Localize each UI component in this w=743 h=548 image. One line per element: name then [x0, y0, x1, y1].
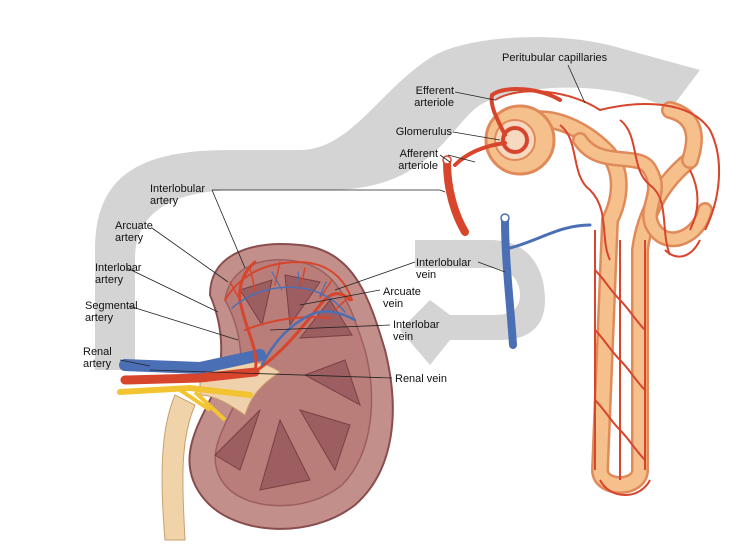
efferent-arteriole-vessel	[489, 87, 562, 137]
nerve-branches	[178, 388, 227, 422]
label-peritubular-capillaries: Peritubular capillaries	[502, 52, 608, 64]
label-efferent-arteriole: Efferent arteriole	[414, 85, 454, 109]
label-interlobular-vein: Interlobular vein	[416, 257, 472, 281]
arteriole-vessels	[443, 87, 592, 349]
label-interlobar-vein: Interlobar vein	[393, 319, 440, 343]
renal-nerve	[117, 384, 253, 398]
label-renal-artery: Renal artery	[83, 346, 112, 370]
label-arcuate-vein: Arcuate vein	[383, 286, 421, 310]
label-glomerulus: Glomerulus	[395, 126, 452, 138]
nephron	[484, 90, 720, 496]
label-interlobular-artery: Interlobular artery	[150, 183, 206, 207]
intrarenal-vessels	[224, 260, 357, 374]
afferent-arteriole-vessel	[453, 141, 507, 167]
renal-artery-vessel	[120, 367, 260, 385]
label-segmental-artery: Segmental artery	[85, 300, 138, 324]
ureter	[161, 394, 196, 541]
glomerulus-shape	[501, 126, 529, 154]
interlobular-artery-vessel	[443, 158, 469, 236]
label-afferent-arteriole: Afferent arteriole	[398, 148, 438, 172]
interlobular-vein-vessel	[501, 216, 517, 349]
label-interlobar-artery: Interlobar artery	[95, 262, 142, 286]
label-renal-vein: Renal vein	[395, 373, 447, 385]
leader-lines	[119, 64, 586, 379]
label-arcuate-artery: Arcuate artery	[115, 220, 153, 244]
